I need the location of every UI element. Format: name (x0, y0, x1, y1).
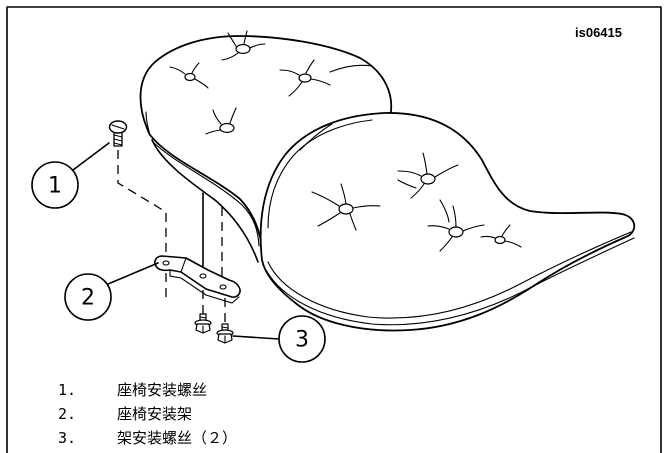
parts-legend: 1. 座椅安装螺丝 2. 座椅安装架 3. 架安装螺丝（２） (0, 378, 668, 450)
legend-item-label: 座椅安装螺丝 (117, 381, 208, 399)
callout-3: 3 (278, 315, 326, 363)
tuft-button (221, 30, 266, 61)
legend-item-number: 1. (58, 381, 77, 399)
legend-item-label: 架安装螺丝（２） (117, 429, 238, 447)
legend-item: 3. 架安装螺丝（２） (0, 426, 668, 450)
bracket-hole (199, 273, 207, 279)
tuft-button (397, 152, 459, 199)
tuft-button (279, 59, 331, 97)
tuft-button (169, 62, 209, 89)
bracket-hole (219, 284, 227, 290)
leader-line-2 (107, 262, 159, 285)
legend-item: 2. 座椅安装架 (0, 402, 668, 426)
callout-number: 1 (48, 174, 62, 199)
leader-line-3 (232, 335, 280, 340)
seat-pan-edge (151, 139, 259, 263)
tuft-button (205, 107, 237, 135)
bracket-mounting-screw (216, 323, 234, 344)
tuft-button (427, 205, 485, 252)
bracket-hole (162, 260, 170, 266)
figure-id-label: is06415 (575, 25, 622, 40)
legend-item-number: 3. (58, 429, 77, 447)
figure-frame (6, 6, 662, 453)
legend-item-label: 座椅安装架 (117, 405, 193, 423)
callout-number: 2 (81, 286, 95, 311)
callout-1: 1 (31, 161, 79, 209)
bracket-mounting-screw (194, 313, 212, 334)
rider-cushion (259, 112, 636, 332)
leader-line-1 (72, 142, 110, 171)
callout-number: 3 (295, 328, 309, 353)
tuft-button (480, 224, 522, 248)
seat-mounting-bracket (154, 255, 241, 304)
pillion-cushion (139, 30, 393, 261)
tuft-button (311, 183, 381, 231)
callout-2: 2 (64, 273, 112, 321)
legend-item: 1. 座椅安装螺丝 (0, 378, 668, 402)
alignment-line (117, 150, 167, 257)
legend-item-number: 2. (58, 405, 77, 423)
seat-mounting-screw (108, 120, 128, 147)
